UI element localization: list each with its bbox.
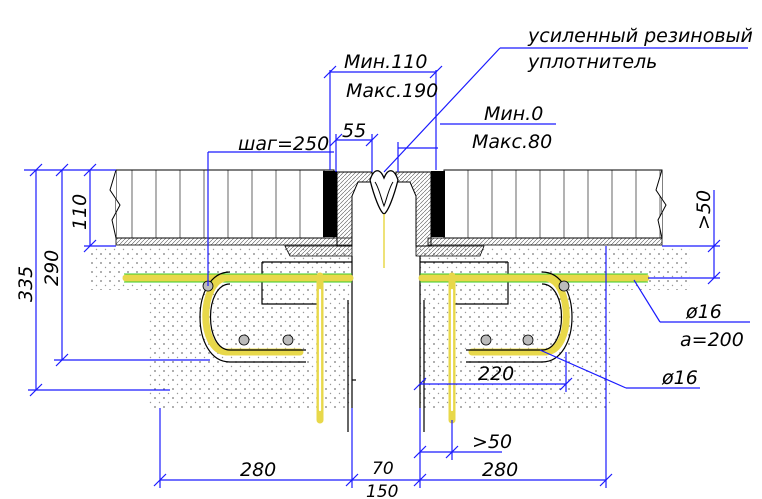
rubber-seal (369, 170, 399, 215)
drawing-labels: усиленный резиновый уплотнитель Мин.110 … (15, 25, 753, 499)
bar-diam-1-label: ø16 (685, 301, 722, 323)
rebar-left (122, 271, 356, 424)
right-slab (427, 169, 667, 246)
bar-diam-2-label: ø16 (661, 367, 698, 389)
concrete-fill (90, 246, 690, 408)
rebar-right (418, 271, 650, 424)
dim-70-label: 70 (372, 459, 394, 479)
dim-220-label: 220 (478, 363, 514, 385)
dim-150-label: 150 (366, 482, 398, 499)
opening-max-label: Макс.80 (472, 131, 552, 153)
dim-280-left-label: 280 (240, 459, 276, 481)
dim-280-right-label: 280 (482, 459, 518, 481)
steel-profile-left (284, 171, 373, 257)
left-slab (109, 169, 353, 246)
anchor-left (261, 256, 353, 432)
gap-max-label: Макс.190 (346, 80, 438, 102)
seal-label-line2: уплотнитель (527, 51, 657, 73)
steel-profile-right (395, 171, 485, 257)
opening-min-label: Мин.0 (484, 103, 543, 125)
dim-110-label: 110 (69, 194, 91, 230)
bar-spacing-label: a=200 (680, 329, 744, 351)
dimension-lines (24, 47, 750, 488)
seal-label-line1: усиленный резиновый (527, 25, 753, 47)
step-label: шаг=250 (238, 133, 329, 155)
dim-335-label: 335 (15, 266, 37, 302)
gap-min-label: Мин.110 (344, 51, 427, 73)
dim-gt50-right-label: >50 (693, 190, 715, 230)
dim-290-label: 290 (41, 250, 63, 286)
dim-55-label: 55 (342, 120, 366, 142)
dim-gt50-bottom-label: >50 (472, 431, 512, 453)
